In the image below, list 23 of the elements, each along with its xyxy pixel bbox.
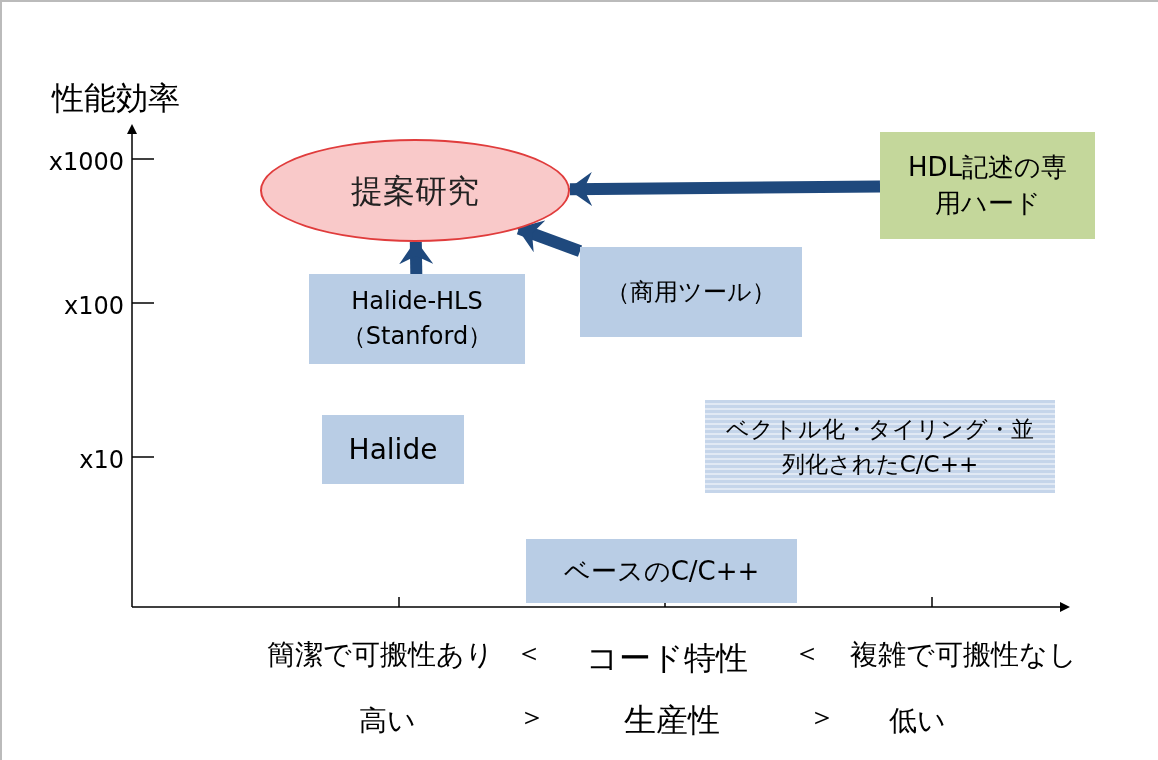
axis-label: コード特性 bbox=[585, 638, 749, 679]
axis-label: 低い bbox=[887, 703, 947, 739]
axis-label: ＞ bbox=[807, 699, 837, 735]
axis-label: 生産性 bbox=[623, 700, 721, 741]
language-box: Halide bbox=[322, 415, 464, 484]
axis-label: ＞ bbox=[517, 699, 547, 735]
tool-box: Halide-HLS （Stanford） bbox=[309, 274, 525, 364]
axis-label: ＜ bbox=[514, 635, 544, 671]
tick-label: x1000 bbox=[47, 147, 124, 178]
thick-arrow bbox=[399, 240, 434, 275]
thick-arrow bbox=[516, 220, 583, 257]
axis-label: ＜ bbox=[792, 635, 822, 671]
code-box: ベクトル化・タイリング・並列化されたC/C++ bbox=[705, 400, 1055, 493]
axis-label: 簡潔で可搬性あり bbox=[266, 637, 494, 673]
tick-label: x100 bbox=[63, 291, 124, 322]
axis-label: 高い bbox=[357, 703, 417, 739]
axis-title: 性能効率 bbox=[52, 78, 181, 119]
code-box: ベースのC/C++ bbox=[526, 539, 797, 603]
proposal-ellipse: 提案研究 bbox=[260, 139, 570, 242]
tick-label: x10 bbox=[78, 445, 124, 476]
tool-box: （商用ツール） bbox=[580, 247, 802, 337]
hardware-box: HDL記述の専用ハード bbox=[880, 132, 1095, 239]
axis-label: 複雑で可搬性なし bbox=[850, 637, 1078, 673]
